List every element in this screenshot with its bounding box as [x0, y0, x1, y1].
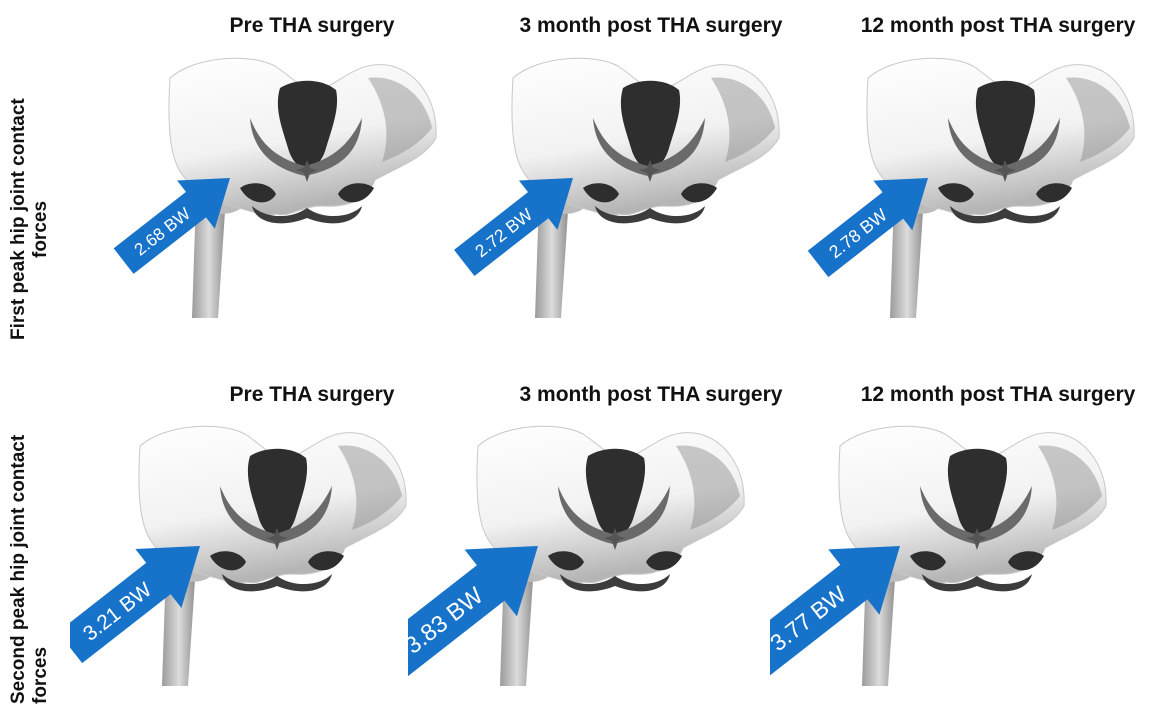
pelvis-illustration: 3.77 BW — [770, 416, 1110, 686]
panel-title: Pre THA surgery — [230, 14, 395, 38]
panel-title: Pre THA surgery — [230, 383, 395, 407]
panel-title: 12 month post THA surgery — [861, 383, 1136, 407]
pelvis-panel: 2.78 BW — [798, 48, 1138, 318]
row-label-line-1: Second peak hip joint contact — [8, 435, 30, 704]
row-label-line-2: forces — [30, 98, 52, 340]
pelvis-panel: 3.21 BW — [70, 416, 410, 686]
row-label-second-peak: Second peak hip joint contact forces — [8, 435, 52, 704]
pelvis-illustration: 2.78 BW — [798, 48, 1138, 318]
row-label-first-peak: First peak hip joint contact forces — [8, 98, 52, 340]
pelvis-panel: 3.83 BW — [408, 416, 748, 686]
pelvis-illustration: 2.72 BW — [443, 48, 783, 318]
pelvis-panel: 3.77 BW — [770, 416, 1110, 686]
pelvis-illustration: 3.83 BW — [408, 416, 748, 686]
pelvis-illustration: 2.68 BW — [100, 48, 440, 318]
pelvis-panel: 2.68 BW — [100, 48, 440, 318]
pelvis-panel: 2.72 BW — [443, 48, 783, 318]
row-label-line-2: forces — [30, 435, 52, 704]
panel-title: 3 month post THA surgery — [520, 383, 783, 407]
pelvis-illustration: 3.21 BW — [70, 416, 410, 686]
panel-title: 3 month post THA surgery — [520, 14, 783, 38]
row-label-line-1: First peak hip joint contact — [8, 98, 30, 340]
panel-title: 12 month post THA surgery — [861, 14, 1136, 38]
